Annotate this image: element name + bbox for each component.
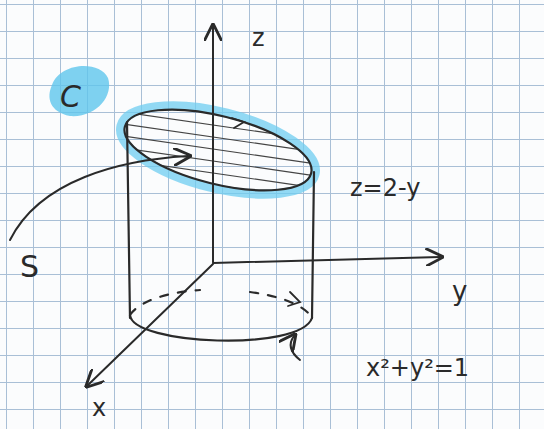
axis-label: x²+y²=1 [366,356,469,380]
cylinder [117,94,320,341]
axis-label: C [60,82,81,112]
axis-label: y [452,278,467,304]
axis-label: z [252,26,265,50]
axis-label: z=2-y [350,176,420,200]
label-highlight [49,66,109,116]
axis-label: S [20,252,39,282]
axes [88,27,440,385]
leader-arrows [10,156,300,360]
axis-label: x [92,396,106,420]
